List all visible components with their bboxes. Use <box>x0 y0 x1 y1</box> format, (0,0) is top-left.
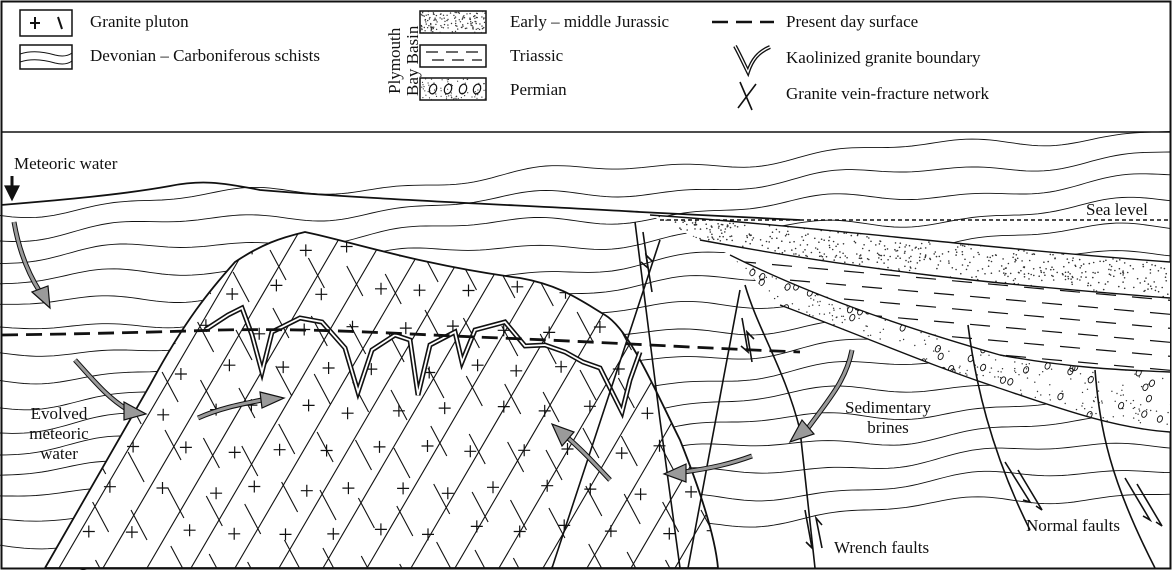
label-evolved-meteoric-water: Evolved meteoric water <box>14 404 104 464</box>
label-brines-line-2: brines <box>828 418 948 438</box>
label-normal-faults: Normal faults <box>1026 516 1120 536</box>
legend-swatch-granite <box>20 10 72 36</box>
legend-label-triassic: Triassic <box>510 46 563 66</box>
legend-swatch-jurassic <box>420 11 487 34</box>
legend-label-permian: Permian <box>510 80 567 100</box>
legend-label-present-surface: Present day surface <box>786 12 918 32</box>
legend-label-granite: Granite pluton <box>90 12 189 32</box>
legend-swatch-triassic <box>420 45 486 67</box>
label-sedimentary-brines: Sedimentary brines <box>828 398 948 438</box>
legend-label-jurassic: Early – middle Jurassic <box>510 12 669 32</box>
legend-symbol-vein-network <box>738 82 756 110</box>
label-evolved-line-3: water <box>14 444 104 464</box>
legend-label-vein-network: Granite vein-fracture network <box>786 84 989 104</box>
land-surface <box>1 183 800 220</box>
legend-label-basin: Plymouth Bay Basin <box>386 26 422 96</box>
label-evolved-line-1: Evolved <box>14 404 104 424</box>
legend-swatch-schists <box>20 45 72 69</box>
label-wrench-faults: Wrench faults <box>834 538 929 558</box>
label-meteoric-water: Meteoric water <box>14 154 117 174</box>
arrow-meteoric-start <box>5 176 19 200</box>
legend-label-kaolinized: Kaolinized granite boundary <box>786 48 981 68</box>
label-sea-level: Sea level <box>1086 200 1148 220</box>
arrow-meteoric-down <box>14 222 50 308</box>
legend-label-schists: Devonian – Carboniferous schists <box>90 46 320 66</box>
label-brines-line-1: Sedimentary <box>828 398 948 418</box>
legend-symbol-kaolinized <box>735 46 770 72</box>
basin-label-line-1: Plymouth <box>386 26 404 96</box>
basin-label-line-2: Bay Basin <box>404 26 422 96</box>
label-evolved-line-2: meteoric <box>14 424 104 444</box>
legend-swatch-permian <box>420 77 486 100</box>
